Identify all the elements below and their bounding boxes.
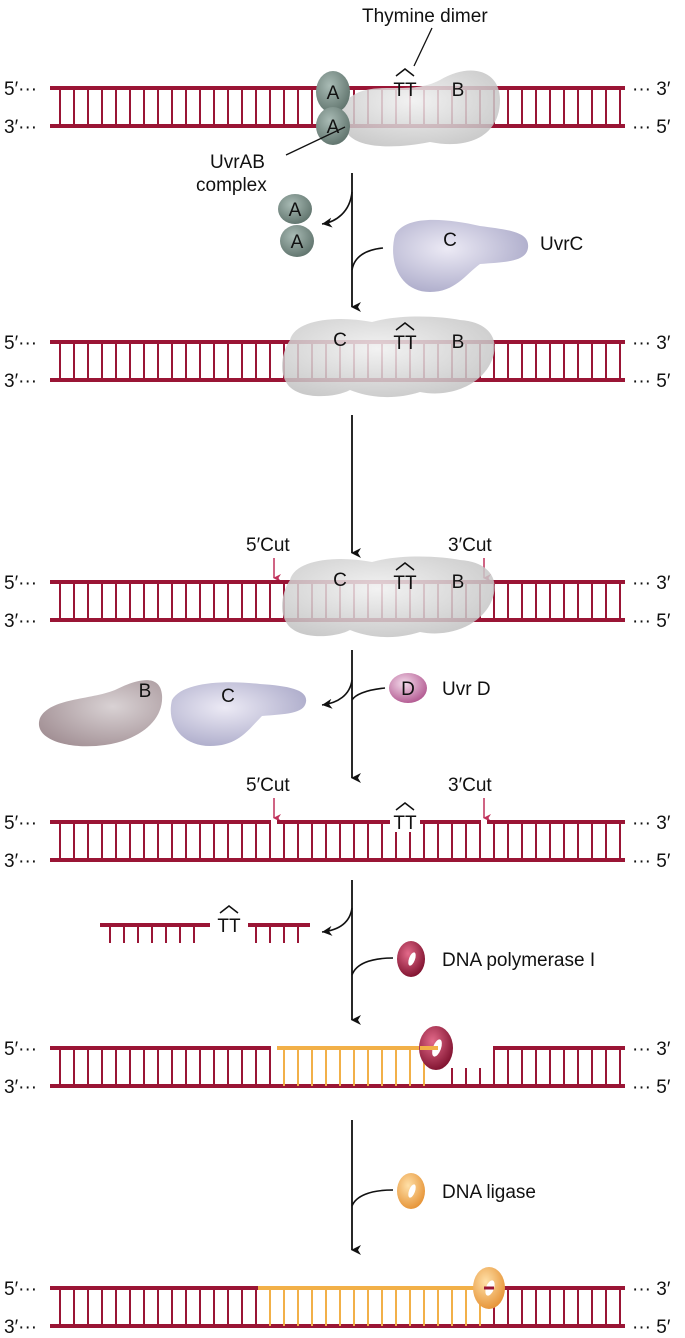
thymine-dimer-leader	[413, 27, 433, 67]
step3-3prime-left: 3′···	[4, 611, 37, 632]
free-uvrb-label: B	[139, 681, 152, 702]
thymine-dimer-step2: TT	[393, 333, 417, 354]
step3-5prime-left: 5′···	[4, 573, 37, 594]
pol1-label: DNA polymerase I	[442, 950, 595, 971]
uvrc-protein-free	[393, 219, 529, 292]
step6-3prime-right: ··· 3′	[632, 1279, 671, 1300]
pol1-on-dna-icon	[419, 1026, 453, 1070]
cut3-label-step3: 3′Cut	[448, 535, 492, 556]
dimer-bond-icon-3	[395, 562, 415, 571]
step2-3prime-left: 3′···	[4, 371, 37, 392]
step6-5prime-left: 5′···	[4, 1279, 37, 1300]
free-uvra-label-top: A	[289, 200, 302, 221]
step5-dna	[50, 1046, 625, 1088]
step1-5prime-left: 5′···	[4, 79, 37, 100]
dimer-backdrop-step4	[390, 812, 420, 832]
uvrbc-release-arrow	[321, 679, 353, 709]
step5-3prime-right: ··· 3′	[632, 1039, 671, 1060]
uvrab-label-1: UvrAB	[210, 152, 265, 173]
excised-oligonucleotide	[100, 923, 310, 943]
step3-5prime-right: ··· 5′	[632, 611, 671, 632]
step5-3prime-left: 3′···	[4, 1077, 37, 1098]
ligase-on-dna-icon	[473, 1267, 505, 1309]
uvrc-label: UvrC	[540, 234, 583, 255]
step4-5prime-left: 5′···	[4, 813, 37, 834]
uvrb-label-step3: B	[452, 572, 465, 593]
ligase-label: DNA ligase	[442, 1182, 536, 1203]
ligase-enter-curve	[351, 1189, 394, 1207]
uvrab-label-2: complex	[196, 175, 267, 196]
dimer-bond-icon	[395, 68, 415, 77]
thymine-dimer-step4: TT	[393, 813, 417, 834]
dimer-bond-icon-2	[395, 322, 415, 331]
uvrd-protein	[389, 673, 427, 703]
step6-dna	[50, 1286, 625, 1328]
step1-5prime-right: ··· 5′	[632, 117, 671, 138]
pol1-enter-curve	[351, 957, 394, 976]
thymine-dimer-excised: TT	[217, 916, 241, 937]
uvrab-leader	[285, 126, 346, 156]
uvrd-protein-label: D	[401, 679, 415, 700]
thymine-dimer-step1: TT	[393, 80, 417, 101]
step1-3prime-left: 3′···	[4, 117, 37, 138]
step5-5prime-right: ··· 5′	[632, 1077, 671, 1098]
dimer-bond-icon-5	[219, 905, 239, 914]
step2-5prime-right: ··· 5′	[632, 371, 671, 392]
uvrbc-complex-step2	[282, 316, 495, 398]
uvra-protein-top	[316, 71, 350, 113]
free-uvra-top	[278, 194, 312, 224]
step4-5prime-right: ··· 5′	[632, 851, 671, 872]
free-uvra-label-bottom: A	[291, 232, 304, 253]
thymine-dimer-step3: TT	[393, 573, 417, 594]
uvrbc-complex-step3	[282, 556, 495, 638]
step6-3prime-left: 3′···	[4, 1317, 37, 1338]
step2-5prime-left: 5′···	[4, 333, 37, 354]
uvrc-free-label: C	[443, 230, 457, 251]
uvra-protein-bottom	[316, 107, 350, 145]
ligase-icon	[397, 1173, 425, 1209]
uvrb-protein	[342, 70, 500, 147]
uvrb-label-step2: B	[452, 332, 465, 353]
uvrd-enter-curve	[351, 687, 386, 701]
free-uvrc-label: C	[221, 686, 235, 707]
uvrc-label-step2: C	[333, 330, 347, 351]
uvrb-label: B	[452, 80, 465, 101]
step4-3prime-right: ··· 3′	[632, 813, 671, 834]
cut3-label-step4: 3′Cut	[448, 775, 492, 796]
uvra-release-arrow	[321, 191, 353, 228]
step3-3prime-right: ··· 3′	[632, 573, 671, 594]
pol1-icon	[397, 941, 425, 977]
step4-dna	[50, 820, 625, 862]
step5-5prime-left: 5′···	[4, 1039, 37, 1060]
free-uvra-bottom	[280, 225, 314, 257]
step6-5prime-right: ··· 5′	[632, 1317, 671, 1338]
uvra-label-bottom: A	[327, 117, 340, 138]
uvrc-label-step3: C	[333, 570, 347, 591]
uvrc-enter-curve	[351, 247, 384, 271]
oligo-release-arrow	[321, 907, 353, 936]
uvrd-label: Uvr D	[442, 679, 491, 700]
free-uvrb-protein	[38, 680, 163, 747]
cut5-label-step3: 5′Cut	[246, 535, 290, 556]
step1-3prime-right: ··· 3′	[632, 79, 671, 100]
dimer-bond-icon-4	[395, 802, 415, 811]
uvra-label-top: A	[327, 83, 340, 104]
step4-3prime-left: 3′···	[4, 851, 37, 872]
cut5-label-step4: 5′Cut	[246, 775, 290, 796]
free-uvrc-protein	[170, 682, 307, 746]
step2-3prime-right: ··· 3′	[632, 333, 671, 354]
thymine-dimer-label: Thymine dimer	[362, 6, 488, 27]
